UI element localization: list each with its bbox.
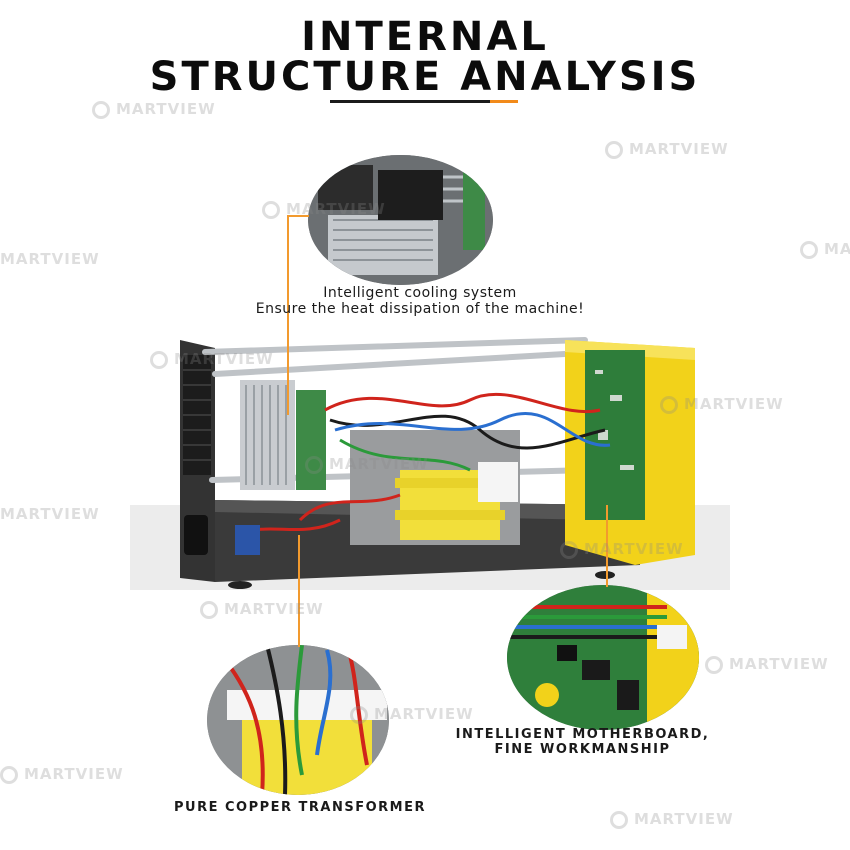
cooling-callout-image — [308, 155, 493, 285]
power-socket — [184, 515, 208, 555]
cooling-caption-2: Ensure the heat dissipation of the machi… — [255, 301, 585, 317]
fan-board — [296, 390, 326, 490]
transformer-callout-image — [207, 645, 389, 795]
cooling-leader-horizontal — [287, 215, 309, 217]
title-underline-accent — [490, 100, 518, 103]
transformer-caption: PURE COPPER TRANSFORMER — [173, 800, 426, 815]
main-pcb — [585, 350, 645, 520]
cooling-caption-1: Intelligent cooling system — [323, 285, 517, 301]
transformer-closeup — [207, 645, 389, 795]
capacitor — [235, 525, 260, 555]
motherboard-callout-image — [507, 585, 699, 730]
motherboard-closeup — [507, 585, 699, 730]
cooling-leader-vertical — [287, 215, 289, 415]
motherboard-leader-vertical — [606, 505, 608, 587]
cooling-closeup — [308, 155, 493, 285]
title-underline — [330, 100, 490, 103]
title-line-2: STRUCTURE ANALYSIS — [149, 54, 701, 100]
motherboard-caption-2: FINE WORKMANSHIP — [494, 742, 671, 757]
title-line-1: INTERNAL — [301, 14, 549, 60]
transformer-leader-vertical — [298, 535, 300, 647]
motherboard-caption-1: INTELLIGENT MOTHERBOARD, — [455, 727, 710, 742]
